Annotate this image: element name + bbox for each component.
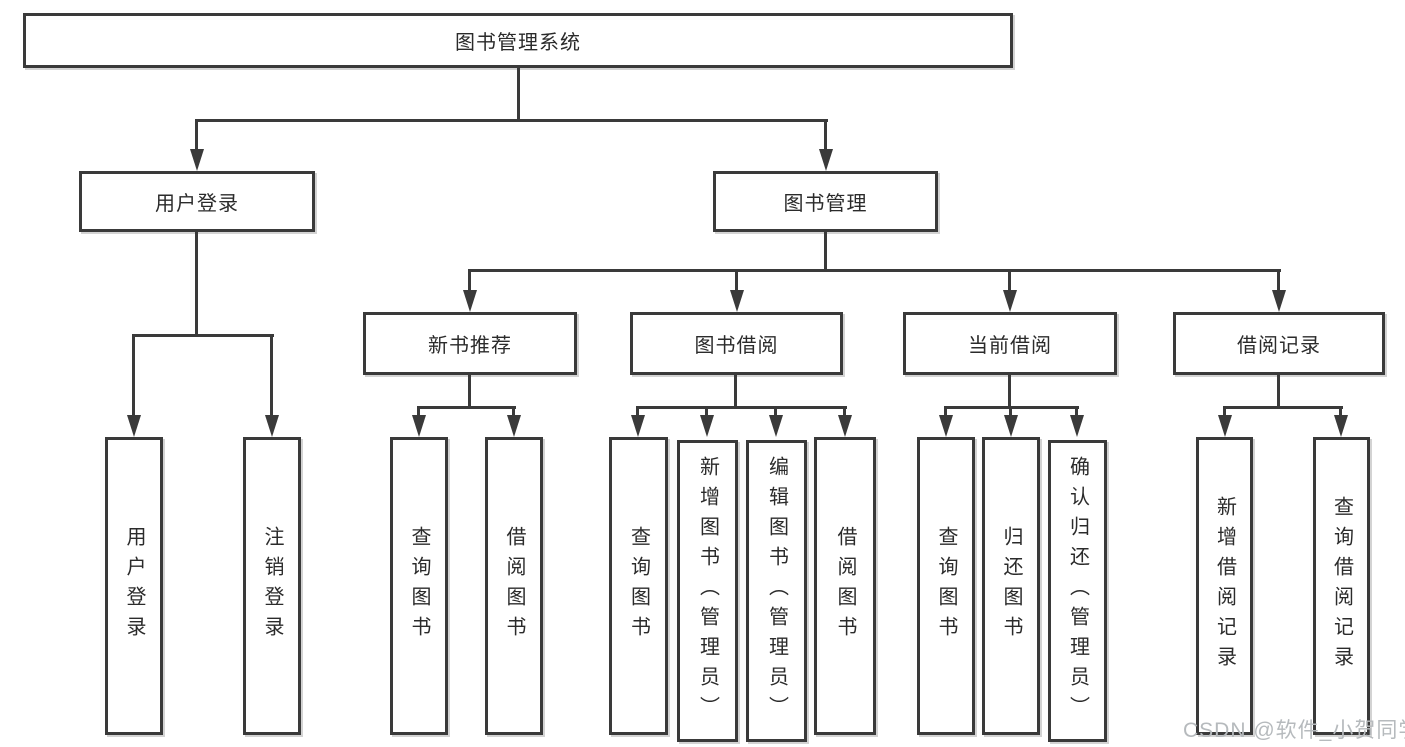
connector-drop-br-add: [1223, 406, 1226, 415]
arrowhead-cb-query: [939, 415, 953, 437]
csdn-watermark: CSDN @软件_小贺同学: [1183, 719, 1405, 742]
node-new-book-recommend: 新书推荐: [363, 312, 577, 375]
connector-drop-cb-confirm: [1075, 406, 1078, 415]
arrowhead-nb-borrow: [507, 415, 521, 437]
arrowhead-user-login: [190, 149, 204, 171]
leaf-cb-return-books: 归还图书: [982, 437, 1040, 735]
arrowhead-cb-confirm: [1070, 415, 1084, 437]
connector-drop-bb-query: [636, 406, 639, 415]
arrowhead-cb-return: [1004, 415, 1018, 437]
leaf-nb-query-books: 查询图书: [390, 437, 448, 735]
arrowhead-logout-leaf: [265, 415, 279, 437]
connector-drop-logout-leaf: [270, 334, 273, 415]
connector-book-management-stem: [824, 232, 827, 271]
arrowhead-borrow-record: [1272, 290, 1286, 312]
connector-drop-nb-query: [417, 406, 420, 415]
node-book-management: 图书管理: [713, 171, 938, 232]
connector-root-bar: [195, 119, 828, 122]
connector-book-borrow-bar: [636, 406, 847, 409]
node-book-borrow: 图书借阅: [630, 312, 843, 375]
connector-drop-book-management: [824, 119, 827, 149]
connector-drop-br-query: [1339, 406, 1342, 415]
connector-borrow-record-bar: [1223, 406, 1343, 409]
leaf-cb-query-books: 查询图书: [917, 437, 975, 735]
connector-drop-bb-edit: [774, 406, 777, 415]
connector-drop-book-borrow: [735, 269, 738, 290]
node-user-login: 用户登录: [79, 171, 315, 232]
arrowhead-bb-query: [631, 415, 645, 437]
arrowhead-bb-borrow: [838, 415, 852, 437]
connector-book-borrow-stem: [734, 375, 737, 408]
connector-current-borrow-stem: [1008, 375, 1011, 408]
node-current-borrow: 当前借阅: [903, 312, 1117, 375]
leaf-nb-borrow-books: 借阅图书: [485, 437, 543, 735]
connector-book-management-bar: [468, 269, 1281, 272]
arrowhead-new-book: [463, 290, 477, 312]
connector-drop-new-book: [468, 269, 471, 290]
leaf-user-login: 用户登录: [105, 437, 163, 735]
arrowhead-login-leaf: [127, 415, 141, 437]
node-root-library-management-system: 图书管理系统: [23, 13, 1013, 68]
connector-drop-cb-return: [1009, 406, 1012, 415]
arrowhead-bb-edit: [769, 415, 783, 437]
leaf-bb-edit-books-admin: 编辑图书（管理员）: [746, 440, 807, 742]
arrowhead-br-query: [1334, 415, 1348, 437]
arrowhead-br-add: [1218, 415, 1232, 437]
arrowhead-nb-query: [412, 415, 426, 437]
leaf-bb-add-books-admin: 新增图书（管理员）: [677, 440, 738, 742]
connector-drop-cb-query: [944, 406, 947, 415]
connector-new-book-stem: [468, 375, 471, 408]
leaf-br-add-record: 新增借阅记录: [1196, 437, 1253, 735]
arrowhead-book-borrow: [730, 290, 744, 312]
connector-drop-bb-add: [705, 406, 708, 415]
connector-drop-borrow-record: [1277, 269, 1280, 290]
connector-drop-user-login: [195, 119, 198, 149]
connector-drop-bb-borrow: [843, 406, 846, 415]
connector-user-login-bar: [132, 334, 274, 337]
leaf-bb-query-books: 查询图书: [609, 437, 668, 735]
connector-drop-login-leaf: [132, 334, 135, 415]
arrowhead-bb-add: [700, 415, 714, 437]
leaf-logout: 注销登录: [243, 437, 301, 735]
connector-drop-current-borrow: [1008, 269, 1011, 290]
connector-drop-nb-borrow: [512, 406, 515, 415]
connector-root-stem: [517, 68, 520, 121]
arrowhead-book-management: [819, 149, 833, 171]
connector-borrow-record-stem: [1277, 375, 1280, 408]
leaf-br-query-record: 查询借阅记录: [1313, 437, 1370, 735]
connector-user-login-stem: [195, 232, 198, 336]
node-borrow-record: 借阅记录: [1173, 312, 1385, 375]
leaf-cb-confirm-return-admin: 确认归还（管理员）: [1048, 440, 1107, 742]
arrowhead-current-borrow: [1003, 290, 1017, 312]
connector-new-book-bar: [417, 406, 516, 409]
leaf-bb-borrow-books: 借阅图书: [814, 437, 876, 735]
